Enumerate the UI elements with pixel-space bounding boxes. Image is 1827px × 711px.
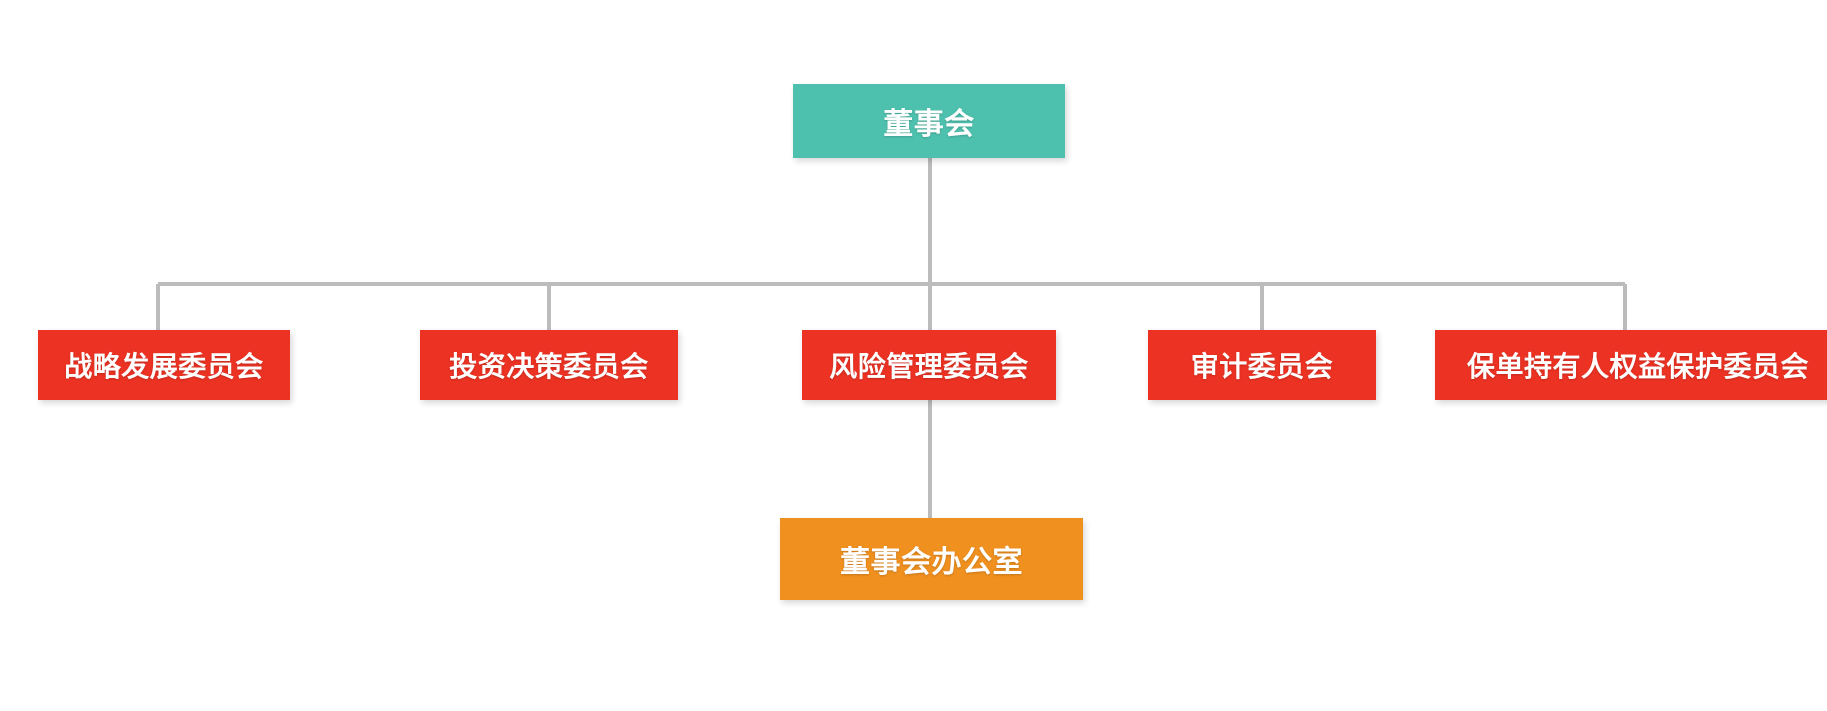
org-node-committee[interactable]: 风险管理委员会	[802, 330, 1056, 400]
org-node-committee[interactable]: 战略发展委员会	[38, 330, 290, 400]
org-node-board-of-directors[interactable]: 董事会	[793, 84, 1065, 158]
org-node-label: 董事会	[883, 108, 975, 141]
org-node-board-office[interactable]: 董事会办公室	[780, 518, 1083, 600]
org-node-committee[interactable]: 审计委员会	[1148, 330, 1376, 400]
org-node-label: 审计委员会	[1190, 351, 1334, 382]
org-node-label: 保单持有人权益保护委员会	[1466, 351, 1809, 382]
org-node-label: 风险管理委员会	[829, 351, 1029, 382]
org-node-committee[interactable]: 投资决策委员会	[420, 330, 678, 400]
org-node-label: 战略发展委员会	[64, 351, 264, 382]
org-node-label: 董事会办公室	[840, 546, 1023, 579]
org-node-committee[interactable]: 保单持有人权益保护委员会	[1435, 330, 1827, 400]
org-node-label: 投资决策委员会	[449, 351, 649, 382]
